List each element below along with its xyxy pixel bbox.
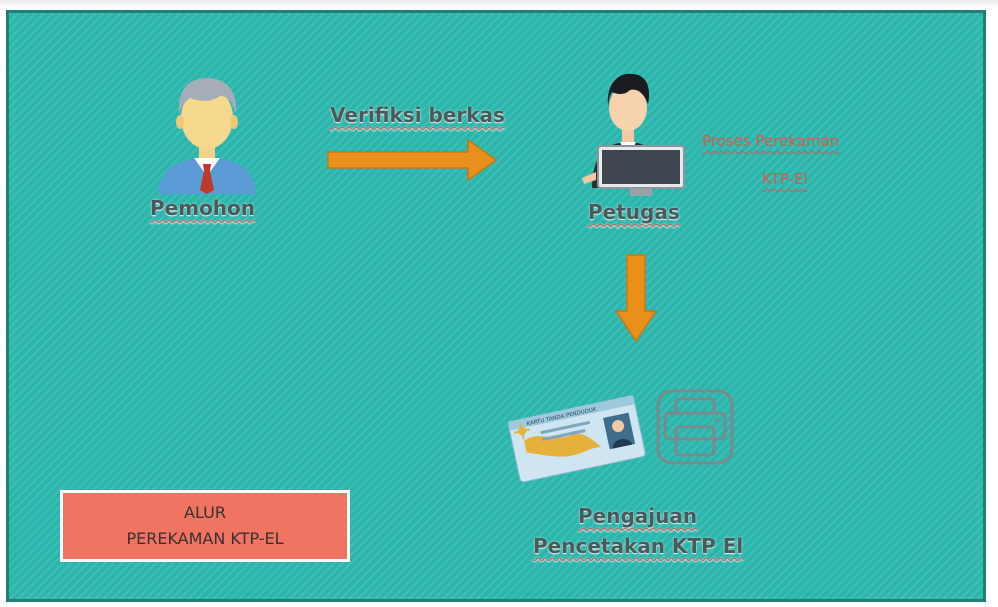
note-proses-line2: KTP-El [762,170,808,188]
title-box: ALUR PEREKAMAN KTP-EL [60,490,350,562]
id-card-icon: KARTU TANDA PENDUDUK [507,395,646,483]
arrow-down-icon [614,254,658,343]
node-label-pemohon: Pemohon [150,196,256,220]
title-box-line2: PEREKAMAN KTP-EL [126,529,284,548]
note-proses-line1: Proses Perekaman [702,132,840,150]
node-label-pengajuan-line1: Pengajuan [578,504,698,528]
applicant-person-icon [158,78,256,194]
node-label-petugas: Petugas [588,200,680,224]
officer-at-computer-icon [582,73,685,196]
node-label-pengajuan-line2: Pencetakan KTP El [533,534,744,558]
title-box-line1: ALUR [184,503,226,522]
edge-label-verifikasi: Verifiksi berkas [330,103,505,127]
arrow-right-icon [327,138,498,182]
printer-icon [656,389,734,465]
top-strip [0,0,998,8]
